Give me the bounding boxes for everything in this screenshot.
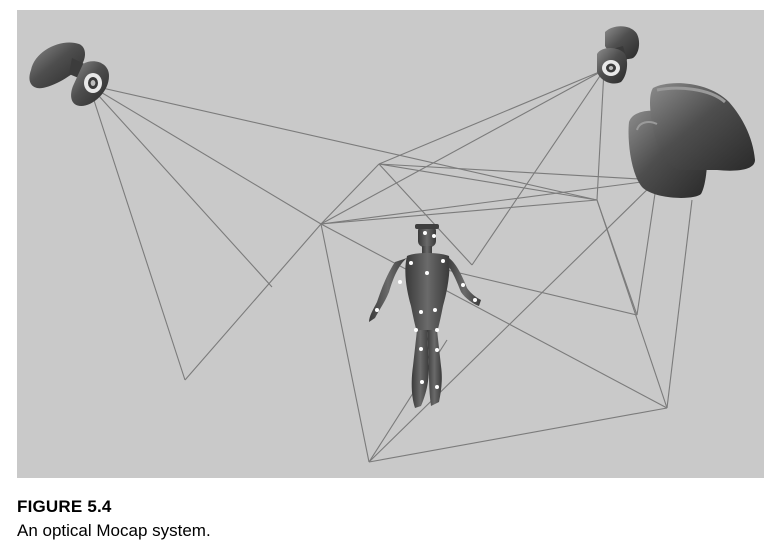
camera-top-left — [29, 42, 109, 106]
body-markers — [375, 231, 477, 389]
human-figure — [369, 224, 481, 408]
figure-label: FIGURE 5.4 — [17, 497, 112, 516]
frustum-lines — [88, 69, 693, 463]
camera-right-large — [628, 83, 755, 198]
camera-top-right — [597, 26, 640, 84]
figure-image — [17, 10, 764, 478]
figure-caption: An optical Mocap system. — [17, 521, 211, 540]
